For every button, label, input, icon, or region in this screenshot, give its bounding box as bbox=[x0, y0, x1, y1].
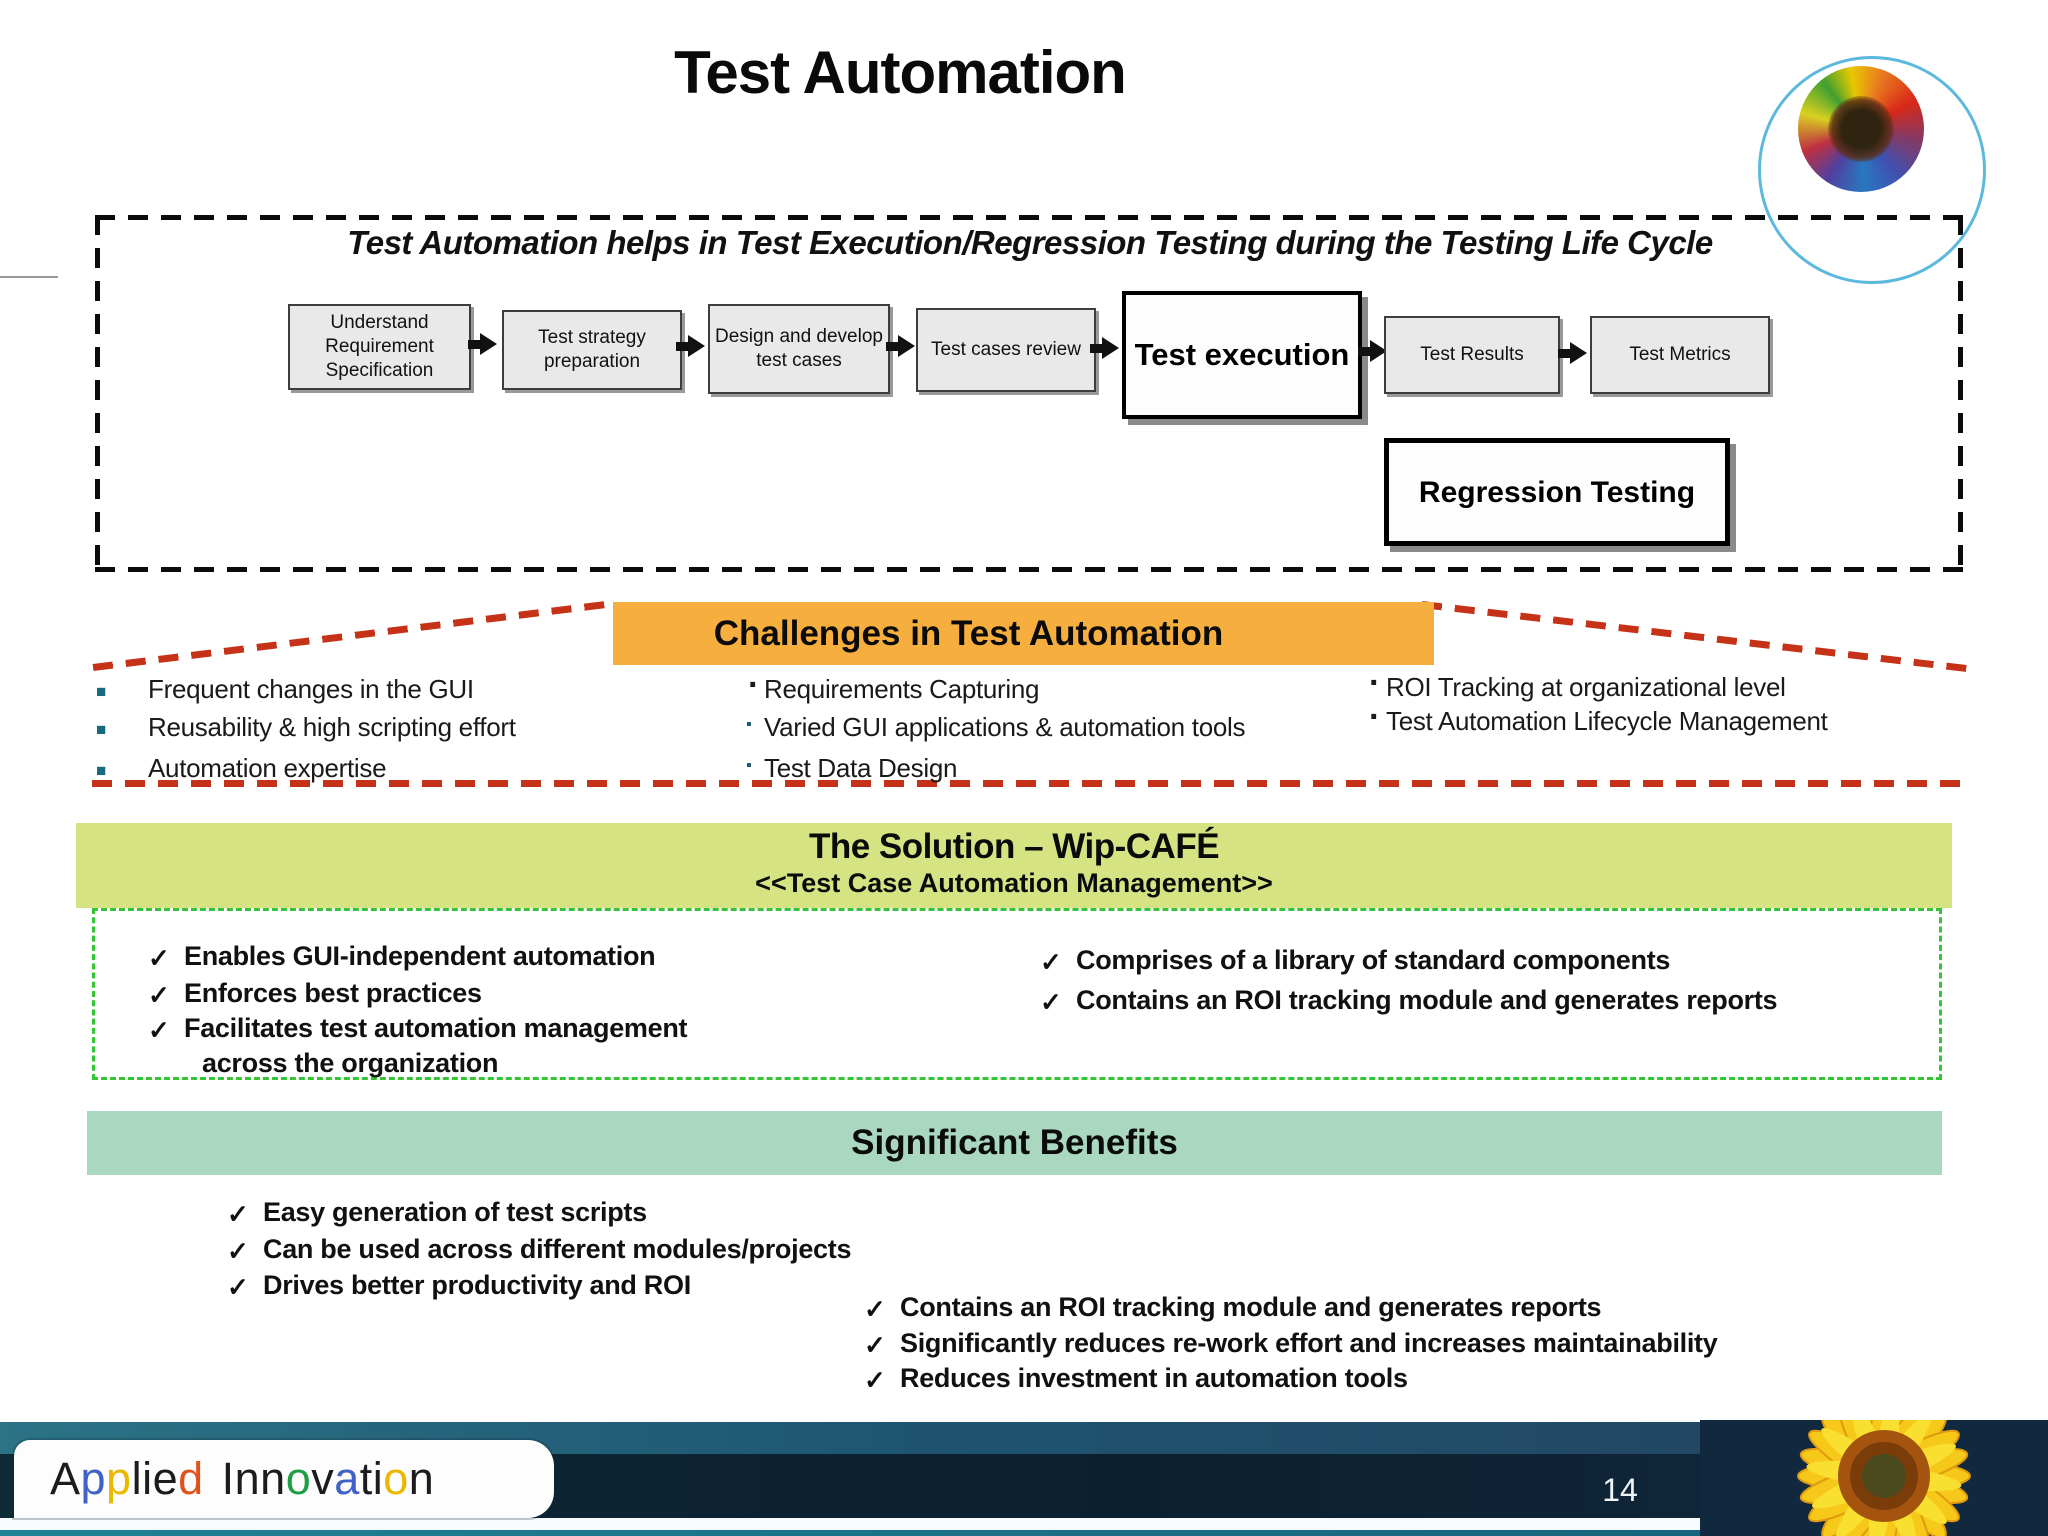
logo-ring-circle bbox=[1758, 56, 1986, 284]
check-icon: ✓ bbox=[227, 1272, 249, 1302]
benefits-banner: Significant Benefits bbox=[87, 1111, 1942, 1175]
square-bullet-icon: ■ bbox=[96, 682, 107, 701]
check-icon: ✓ bbox=[227, 1199, 249, 1229]
challenge-item: ROI Tracking at organizational level bbox=[1386, 672, 1786, 702]
page-number: 14 bbox=[1602, 1472, 1638, 1508]
check-icon: ✓ bbox=[1040, 947, 1062, 977]
flow-arrow-icon bbox=[886, 335, 915, 357]
square-bullet-icon: ■ bbox=[96, 720, 107, 739]
square-bullet-icon: ■ bbox=[96, 761, 107, 780]
challenge-item: Test Automation Lifecycle Management bbox=[1386, 706, 1828, 736]
lifecycle-heading: Test Automation helps in Test Execution/… bbox=[347, 224, 1713, 261]
dot-bullet-icon: · bbox=[1369, 664, 1381, 702]
solution-item: Enforces best practices bbox=[184, 978, 482, 1008]
lifecycle-frame-left bbox=[95, 215, 100, 572]
left-edge-line bbox=[0, 276, 58, 278]
solution-dashed-box bbox=[92, 908, 1942, 1080]
flow-step-test-results: Test Results bbox=[1384, 316, 1560, 394]
flow-step-test-execution: Test execution bbox=[1122, 291, 1362, 419]
red-dashed-diagonal-right bbox=[1421, 601, 1967, 672]
lifecycle-frame-bottom bbox=[95, 567, 1963, 572]
benefit-item: Contains an ROI tracking module and gene… bbox=[900, 1292, 1602, 1322]
footer-teal-strip bbox=[0, 1530, 2048, 1536]
mini-square-bullet-icon: ▪ bbox=[746, 757, 752, 774]
benefit-item: Drives better productivity and ROI bbox=[263, 1270, 691, 1300]
challenge-item: Frequent changes in the GUI bbox=[148, 674, 474, 704]
mini-square-bullet-icon: ▪ bbox=[746, 716, 752, 733]
footer-white-strip bbox=[0, 1518, 2048, 1530]
solution-title: The Solution – Wip-CAFÉ bbox=[808, 827, 1220, 866]
benefit-item: Significantly reduces re-work effort and… bbox=[900, 1328, 1718, 1358]
check-icon: ✓ bbox=[148, 943, 170, 973]
check-icon: ✓ bbox=[864, 1330, 886, 1360]
page-title: Test Automation bbox=[674, 39, 1127, 106]
red-dashed-line-bottom bbox=[92, 780, 1965, 787]
check-icon: ✓ bbox=[1040, 987, 1062, 1017]
flow-step-test-cases-review: Test cases review bbox=[916, 308, 1096, 392]
benefit-item: Reduces investment in automation tools bbox=[900, 1363, 1408, 1393]
challenge-item: Requirements Capturing bbox=[764, 674, 1040, 704]
challenges-banner: Challenges in Test Automation bbox=[613, 602, 1434, 665]
flow-step-design-develop: Design and develop test cases bbox=[708, 304, 890, 394]
check-icon: ✓ bbox=[148, 1015, 170, 1045]
solution-subtitle: <<Test Case Automation Management>> bbox=[755, 868, 1273, 898]
dot-bullet-icon: · bbox=[748, 666, 760, 704]
pinwheel-flower-logo-icon bbox=[1798, 66, 1924, 192]
red-dashed-diagonal-left bbox=[92, 600, 614, 671]
solution-item: Contains an ROI tracking module and gene… bbox=[1076, 985, 1778, 1015]
lifecycle-frame-right bbox=[1958, 215, 1963, 572]
solution-item-continuation: across the organization bbox=[202, 1048, 499, 1078]
benefit-item: Can be used across different modules/pro… bbox=[263, 1234, 852, 1264]
flow-arrow-icon bbox=[676, 335, 705, 357]
regression-testing-box: Regression Testing bbox=[1384, 438, 1730, 546]
flow-arrow-icon bbox=[1090, 337, 1119, 359]
challenge-item: Automation expertise bbox=[148, 753, 387, 783]
flow-arrow-icon bbox=[468, 333, 497, 355]
check-icon: ✓ bbox=[227, 1236, 249, 1266]
sunflower-image bbox=[1700, 1420, 2048, 1536]
flow-arrow-icon bbox=[1358, 340, 1387, 362]
flow-step-understand-requirement: Understand Requirement Specification bbox=[288, 304, 471, 390]
flow-step-test-metrics: Test Metrics bbox=[1590, 316, 1770, 394]
challenge-item: Varied GUI applications & automation too… bbox=[764, 712, 1246, 742]
challenge-item: Test Data Design bbox=[764, 753, 958, 783]
flow-step-test-strategy: Test strategy preparation bbox=[502, 310, 682, 390]
solution-item: Comprises of a library of standard compo… bbox=[1076, 945, 1671, 975]
solution-item: Enables GUI-independent automation bbox=[184, 941, 656, 971]
solution-banner: The Solution – Wip-CAFÉ <<Test Case Auto… bbox=[76, 823, 1952, 908]
check-icon: ✓ bbox=[864, 1294, 886, 1324]
solution-item: Facilitates test automation management bbox=[184, 1013, 688, 1043]
flow-arrow-icon bbox=[1558, 342, 1587, 364]
benefit-item: Easy generation of test scripts bbox=[263, 1197, 647, 1227]
dot-bullet-icon: · bbox=[1369, 698, 1381, 736]
challenge-item: Reusability & high scripting effort bbox=[148, 712, 516, 742]
check-icon: ✓ bbox=[864, 1365, 886, 1395]
check-icon: ✓ bbox=[148, 980, 170, 1010]
lifecycle-frame-top bbox=[95, 215, 1963, 220]
